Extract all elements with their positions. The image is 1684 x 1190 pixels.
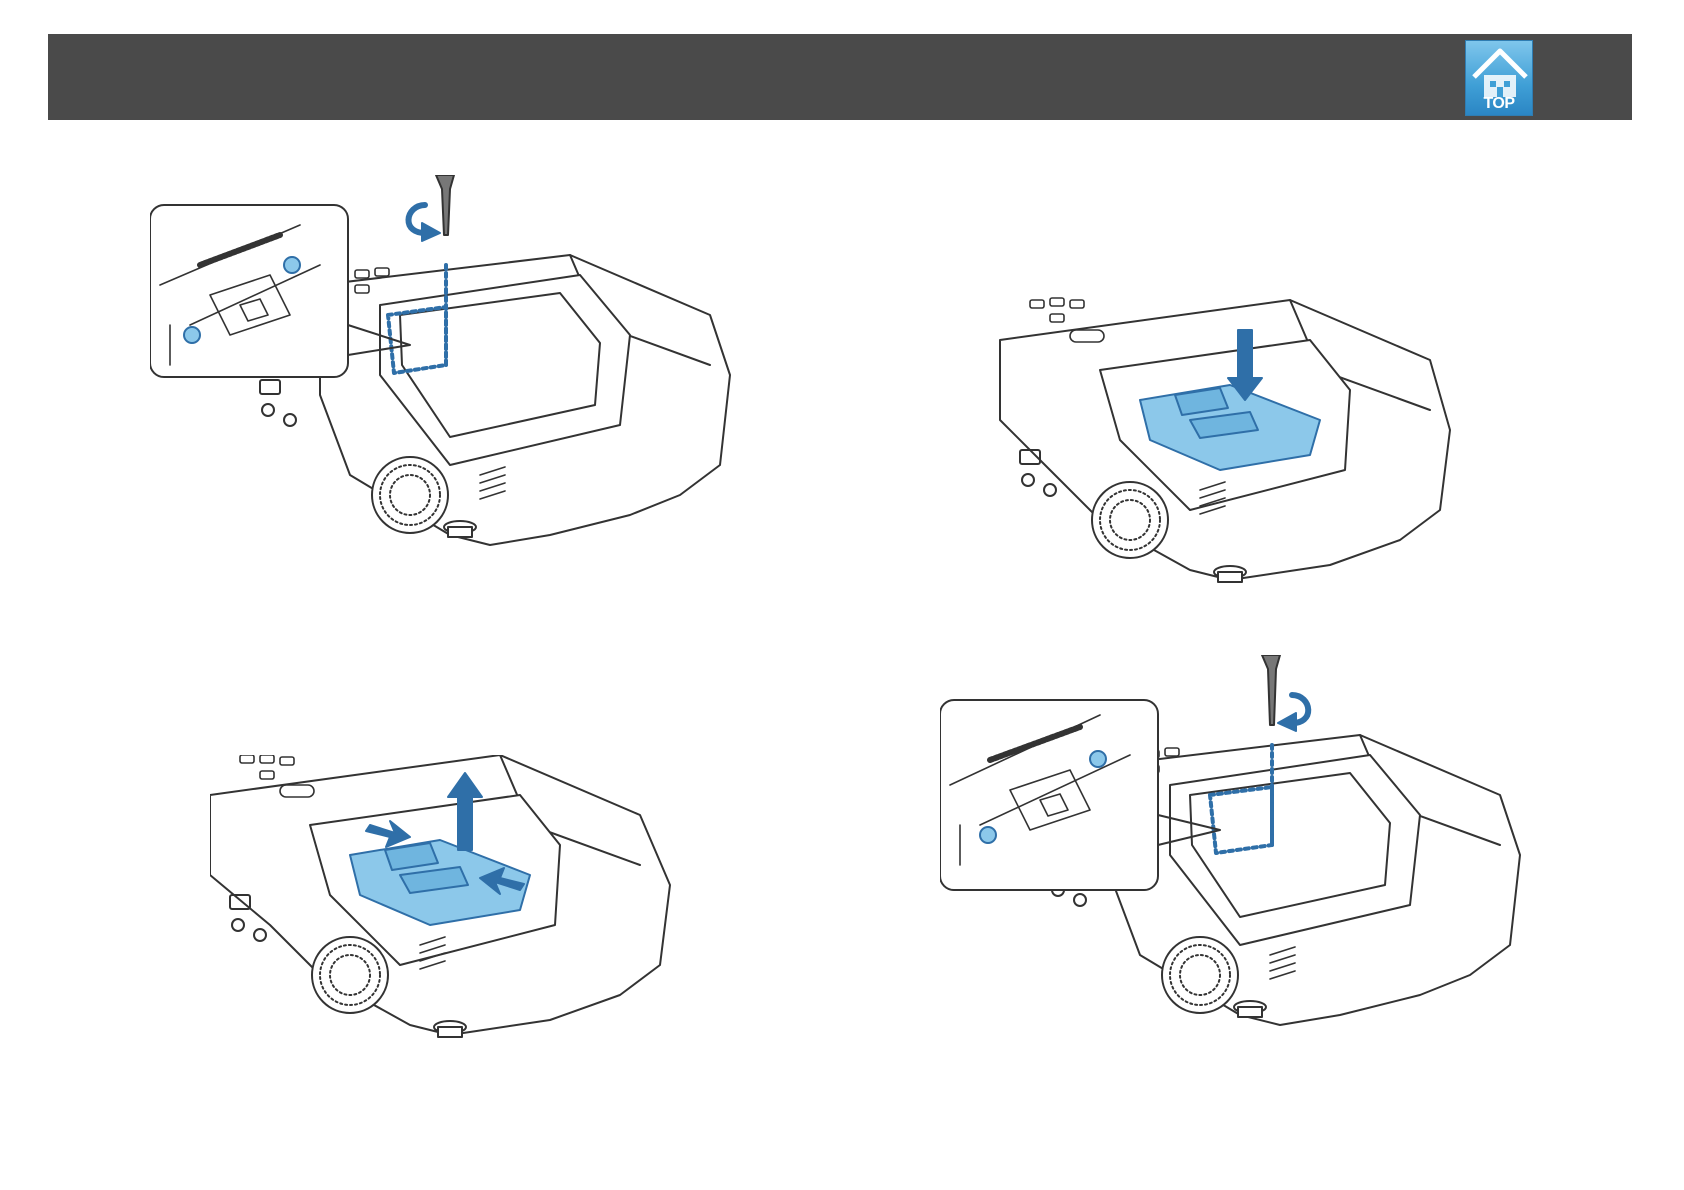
top-button[interactable]: TOP <box>1465 40 1533 116</box>
speaker-grille <box>372 457 448 533</box>
header-bar <box>48 34 1632 120</box>
illustration-insert-new-lamp <box>990 290 1470 620</box>
screwdriver-icon <box>436 175 454 235</box>
illustration-tighten-screws <box>940 655 1530 1065</box>
top-button-label: TOP <box>1466 95 1532 113</box>
rotate-cw-arrow-icon <box>1278 695 1308 731</box>
illustration-remove-screws <box>150 175 740 585</box>
screwdriver-icon <box>1262 655 1280 725</box>
rotate-ccw-arrow-icon <box>408 205 440 241</box>
illustration-pull-out-lamp <box>210 755 680 1075</box>
